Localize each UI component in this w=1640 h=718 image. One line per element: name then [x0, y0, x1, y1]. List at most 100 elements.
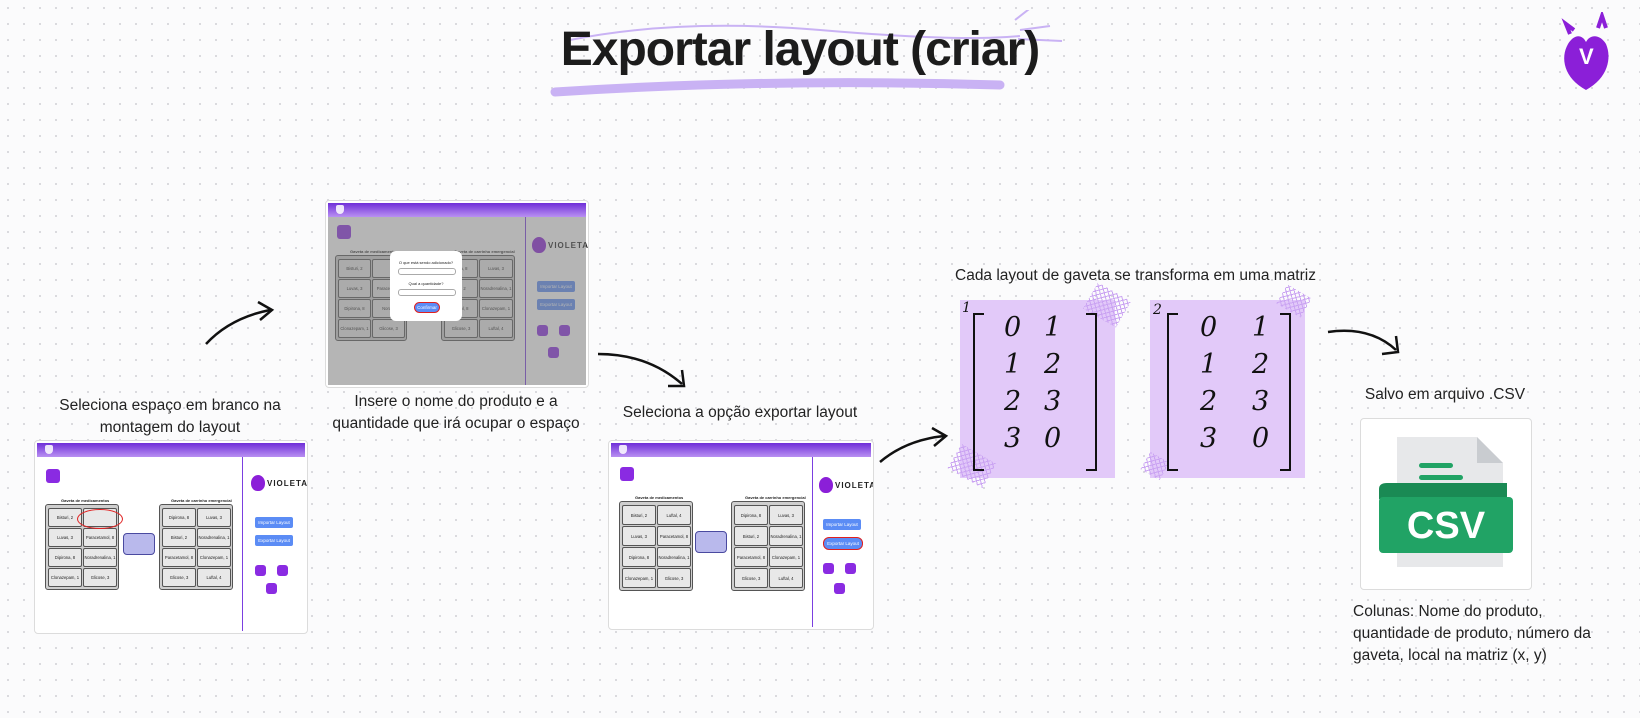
trash-button[interactable] [620, 467, 634, 481]
drawer-slot[interactable]: Clonazepam, 1 [769, 547, 803, 567]
drawer-slot[interactable]: Dipirona, 8 [622, 547, 656, 567]
matrix-value: 0 [1004, 312, 1022, 343]
database-button[interactable] [266, 583, 277, 594]
brand-name: VIOLETA [267, 479, 308, 488]
drawer-slot[interactable]: Noradrenalina, 1 [657, 547, 691, 567]
drawer-slot[interactable]: Luftal, 4 [657, 505, 691, 525]
database-button[interactable] [834, 583, 845, 594]
drawer-slot[interactable]: Luftal, 4 [197, 568, 231, 587]
settings-button[interactable] [845, 563, 856, 574]
app-logo-icon [45, 445, 53, 454]
product-input[interactable] [398, 268, 456, 275]
csv-label: CSV [1406, 505, 1486, 547]
app-topbar [328, 203, 586, 217]
quantity-input[interactable] [398, 289, 456, 296]
drawer-right-title: Gaveta de carrinho emergencial [745, 495, 806, 500]
drawer-slot[interactable]: Paracetamol, 8 [162, 548, 196, 567]
violeta-logo: V [1560, 9, 1612, 92]
drawer-slot[interactable]: Dipirona, 8 [734, 505, 768, 525]
drawer-slot[interactable]: Bisturi, 2 [734, 526, 768, 546]
matrix-value: 2 [1044, 349, 1062, 380]
right-panel: VIOLETA Importar Layout Exportar Layout [812, 457, 874, 627]
app-topbar [37, 443, 305, 457]
drawer-slot[interactable]: Dipirona, 8 [162, 508, 196, 527]
matrix-value: 0 [1252, 423, 1270, 454]
drawer-left-title: Gaveta de medicamentos [61, 498, 110, 503]
matrix-value: 1 [1200, 349, 1218, 380]
drawer-slot[interactable]: Luvas, 3 [769, 505, 803, 525]
arrow-1 [205, 300, 275, 345]
robot-icon [695, 531, 727, 553]
brand-name: VIOLETA [835, 481, 874, 490]
csv-file-card: CSV [1360, 418, 1532, 590]
drawer-slot[interactable]: Luvas, 3 [48, 528, 82, 547]
drawer-slot[interactable]: Paracetamol, 8 [657, 526, 691, 546]
app-logo-icon [619, 445, 627, 454]
drawer-left-title: Gaveta de medicamentos [635, 495, 684, 500]
page-title: Exportar layout (criar) [560, 23, 1040, 76]
matrix-value: 1 [1044, 312, 1062, 343]
matrix-value: 3 [1004, 423, 1022, 454]
drawer-right-title: Gaveta de carrinho emergencial [171, 498, 232, 503]
matrix-value: 1 [1004, 349, 1022, 380]
drawer-slot[interactable]: Bisturi, 2 [622, 505, 656, 525]
matrix-value: 3 [1200, 423, 1218, 454]
csv-file-icon [1379, 437, 1513, 567]
dialog-question-quantity: Qual a quantidade? [408, 281, 444, 286]
drawer-slot[interactable]: Luvas, 3 [622, 526, 656, 546]
arrow-4 [1327, 329, 1400, 356]
drawer-slot[interactable]: Glicose, 3 [83, 568, 117, 587]
caption-step1: Seleciona espaço em branco na montagem d… [59, 397, 281, 436]
drawer-slot[interactable]: Clonazepam, 1 [197, 548, 231, 567]
drawer-slot[interactable]: Noradrenalina, 1 [769, 526, 803, 546]
export-layout-button[interactable]: Exportar Layout [255, 535, 293, 546]
trash-button[interactable] [46, 469, 60, 483]
drawer-slot[interactable]: Dipirona, 8 [48, 548, 82, 567]
matrix-value: 2 [1200, 386, 1218, 417]
svg-text:V: V [1579, 44, 1594, 69]
drawer-slot[interactable]: Noradrenalina, 1 [197, 528, 231, 547]
matrix-2-brackets [1167, 313, 1291, 471]
product-dialog: O que está sendo adicionado? Qual a quan… [390, 251, 462, 321]
matrix-value: 3 [1252, 386, 1270, 417]
caption-saved: Salvo em arquivo .CSV [1364, 386, 1526, 403]
robot-icon [123, 533, 155, 555]
caption-step3: Seleciona a opção exportar layout [622, 404, 858, 421]
play-button[interactable] [255, 565, 266, 576]
heart-logo-icon: V [1561, 9, 1609, 90]
export-layout-button[interactable]: Exportar Layout [823, 537, 863, 550]
right-panel: VIOLETA Importar Layout Exportar Layout [242, 457, 308, 631]
drawer-slot[interactable]: Glicose, 3 [657, 568, 691, 588]
drawer-slot[interactable]: Clonazepam, 1 [48, 568, 82, 587]
drawer-slot[interactable]: Luftal, 4 [769, 568, 803, 588]
drawer-slot[interactable]: Luvas, 3 [197, 508, 231, 527]
import-layout-button[interactable]: Importar Layout [823, 519, 861, 530]
dialog-question-product: O que está sendo adicionado? [398, 260, 454, 265]
matrix-value: 1 [1252, 312, 1270, 343]
caption-step2: Insere o nome do produto e a quantidade … [332, 393, 580, 432]
drawer-slot[interactable]: Noradrenalina, 1 [83, 548, 117, 567]
play-button[interactable] [823, 563, 834, 574]
drawer-slot[interactable]: Bisturi, 2 [162, 528, 196, 547]
matrix-value: 0 [1044, 423, 1062, 454]
matrix-value: 2 [1252, 349, 1270, 380]
settings-button[interactable] [277, 565, 288, 576]
matrix-value: 0 [1200, 312, 1218, 343]
app-logo-icon [336, 205, 344, 214]
import-layout-button[interactable]: Importar Layout [255, 517, 293, 528]
drawer-slot[interactable]: Paracetamol, 8 [83, 528, 117, 547]
drawer-slot[interactable]: Glicose, 3 [734, 568, 768, 588]
confirm-button[interactable]: Confirmar [414, 302, 440, 313]
app-topbar [611, 443, 871, 457]
brand-heart-icon [819, 477, 833, 493]
drawer-slot[interactable]: Clonazepam, 1 [622, 568, 656, 588]
screenshot-step2: Gaveta de medicamentos Bisturi, 2Luvas, … [325, 200, 589, 388]
drawer-slot[interactable]: Paracetamol, 8 [734, 547, 768, 567]
drawer-slot[interactable]: Glicose, 3 [162, 568, 196, 587]
matrix-1-label: 1 [962, 300, 971, 316]
